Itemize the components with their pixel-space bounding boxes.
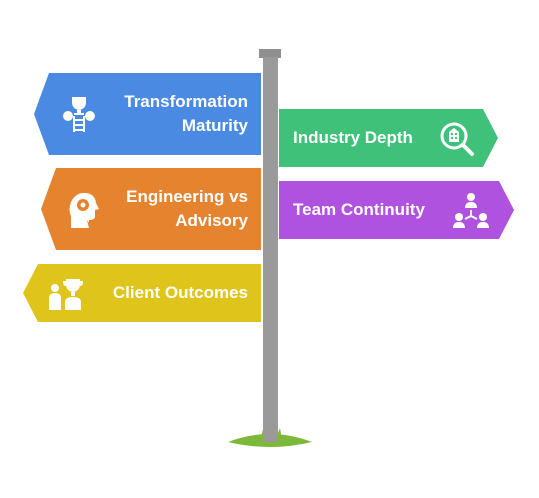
sign-label: Engineering vs Advisory [126, 185, 248, 233]
magnify-building-icon [439, 121, 475, 157]
sign-client-outcomes: Client Outcomes [23, 264, 261, 322]
sign-industry-depth: Industry Depth [279, 109, 498, 167]
label-line-1: Engineering vs [126, 187, 248, 206]
label-line-1: Industry Depth [293, 128, 413, 147]
label-line-2: Advisory [175, 211, 248, 230]
sign-label: Client Outcomes [113, 281, 248, 305]
pole-cap [259, 49, 281, 58]
signpost-pole [263, 57, 278, 442]
person-trophy-icon [49, 279, 83, 310]
sign-engineering-vs-advisory: Engineering vs Advisory [41, 168, 261, 250]
sign-label: Industry Depth [293, 126, 413, 150]
label-line-1: Transformation [124, 92, 248, 111]
label-line-2: Maturity [181, 116, 248, 135]
head-gear-icon [69, 192, 99, 228]
sign-team-continuity: Team Continuity [279, 181, 514, 239]
trophy-ladder-icon [63, 97, 95, 132]
team-network-icon [453, 192, 489, 228]
sign-transformation-maturity: Transformation Maturity [34, 73, 261, 155]
sign-label: Transformation Maturity [124, 90, 248, 138]
sign-label: Team Continuity [293, 198, 425, 222]
label-line-1: Team Continuity [293, 200, 425, 219]
label-line-1: Client Outcomes [112, 283, 248, 302]
